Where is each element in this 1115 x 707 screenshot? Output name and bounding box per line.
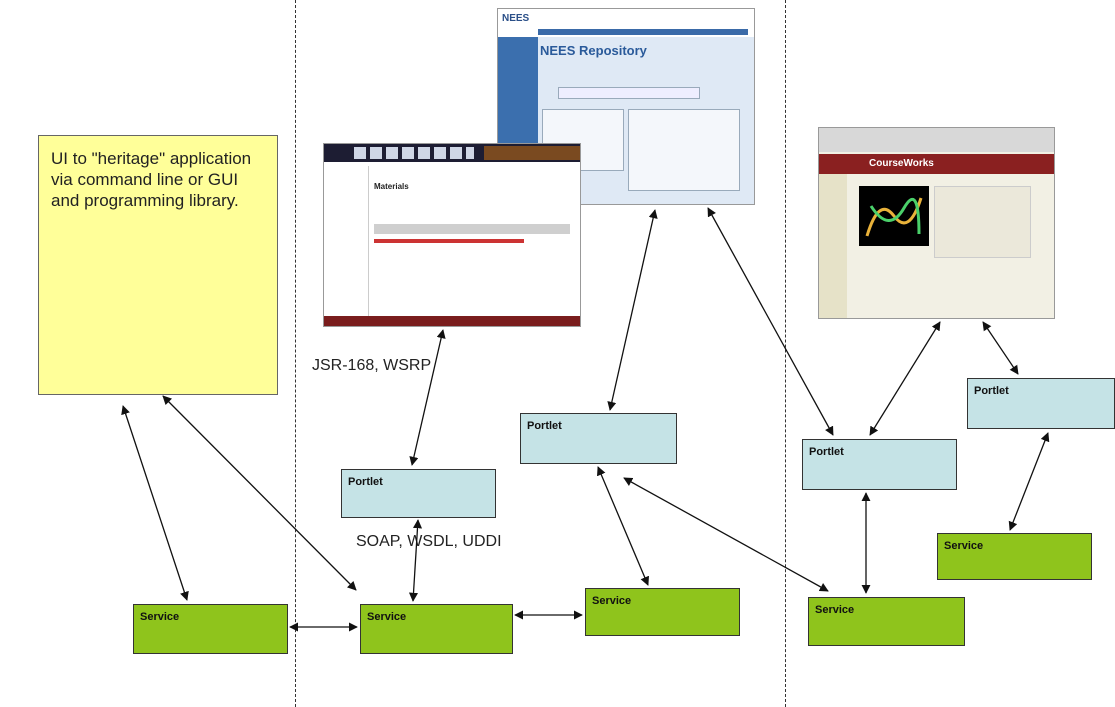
service-label: Service	[367, 611, 407, 623]
service-label: Service	[140, 611, 180, 623]
region-divider-left	[295, 0, 296, 707]
arrow-portlet3-nees	[707, 207, 834, 436]
courseworks-screenshot: CourseWorks	[818, 127, 1055, 319]
arrow-portlet2-nees	[607, 209, 658, 411]
protein-structure-image	[859, 186, 929, 246]
service-box: Service	[937, 533, 1092, 580]
arrow-portlet1-materials	[409, 329, 446, 466]
courseworks-banner: CourseWorks	[869, 158, 934, 169]
materials-heading: Materials	[374, 182, 409, 191]
service-protocols-caption: SOAP, WSDL, UDDI	[356, 533, 502, 550]
service-box: Service	[360, 604, 513, 654]
arrow-service4-portlet2	[623, 477, 829, 592]
arrow-service3-portlet2	[597, 466, 649, 586]
arrow-note-service2	[162, 395, 357, 591]
heritage-note: UI to "heritage" application via command…	[38, 135, 278, 395]
service-box: Service	[133, 604, 288, 654]
service-label: Service	[815, 604, 855, 616]
arrow-note-service1	[121, 405, 189, 601]
portlet-label: Portlet	[348, 476, 383, 488]
materials-screenshot: Materials	[323, 143, 581, 327]
service-label: Service	[944, 540, 984, 552]
arrow-service2-portlet1	[408, 519, 423, 602]
arrow-portlet4-courseworks	[982, 321, 1019, 375]
portlet-label: Portlet	[527, 420, 562, 432]
arrow-portlet3-courseworks	[869, 321, 941, 436]
portlet-label: Portlet	[974, 385, 1009, 397]
portlet-box: Portlet	[520, 413, 677, 464]
service-label: Service	[592, 595, 632, 607]
portlet-label: Portlet	[809, 446, 844, 458]
heritage-note-text: UI to "heritage" application via command…	[51, 149, 252, 210]
portal-protocols-caption: JSR-168, WSRP	[312, 357, 432, 374]
nees-repository-title: NEES Repository	[540, 43, 647, 58]
nees-logo: NEES	[502, 13, 530, 24]
service-box: Service	[808, 597, 965, 646]
nees-repository-screenshot: NEES NEES Repository	[497, 8, 755, 205]
arrow-service5-portlet4	[1008, 432, 1050, 531]
portlet-box: Portlet	[967, 378, 1115, 429]
